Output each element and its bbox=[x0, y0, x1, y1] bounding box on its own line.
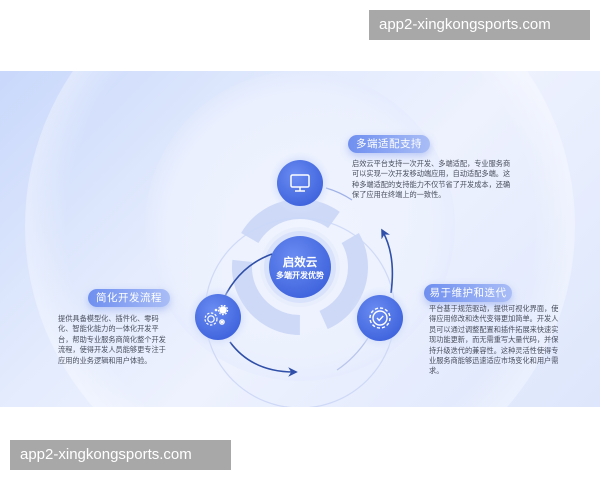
center-subtitle: 多端开发优势 bbox=[276, 271, 324, 280]
feature-desc-simplify-dev: 提供具备模型化、插件化、零码化、智能化能力的一体化开发平台，帮助专业服务商简化整… bbox=[58, 314, 166, 365]
gear-check-icon bbox=[369, 307, 391, 329]
center-title: 启效云 bbox=[282, 255, 318, 269]
feature-pill-multi-platform: 多端适配支持 bbox=[348, 135, 430, 153]
watermark-bottom: app2-xingkongsports.com bbox=[10, 440, 231, 470]
feature-pill-simplify-dev: 简化开发流程 bbox=[88, 289, 170, 307]
feature-desc-multi-platform: 启效云平台支持一次开发、多端适配，专业服务商可以实现一次开发移动端应用，自动适配… bbox=[352, 159, 511, 200]
feature-pill-maintenance: 易于维护和迭代 bbox=[424, 284, 512, 302]
node-top bbox=[269, 152, 331, 214]
cycle-diagram bbox=[187, 152, 411, 407]
diagram-banner: 启效云 多端开发优势 多端适配支持 启效云平台支持一次开发、多端适配，专业服务商… bbox=[0, 71, 600, 407]
gears-icon bbox=[204, 304, 229, 326]
feature-desc-maintenance: 平台基于规范驱动，提供可视化界面，使得应用修改和迭代变得更加简单。开发人员可以通… bbox=[429, 304, 559, 376]
arrow-right-to-top bbox=[381, 228, 394, 294]
center-node bbox=[269, 236, 331, 298]
node-right bbox=[349, 287, 411, 349]
watermark-top: app2-xingkongsports.com bbox=[369, 10, 590, 40]
node-left bbox=[187, 286, 249, 348]
monitor-icon bbox=[290, 174, 310, 192]
arrow-left-to-bottom bbox=[229, 341, 298, 377]
center-label: 启效云 多端开发优势 bbox=[262, 255, 338, 282]
